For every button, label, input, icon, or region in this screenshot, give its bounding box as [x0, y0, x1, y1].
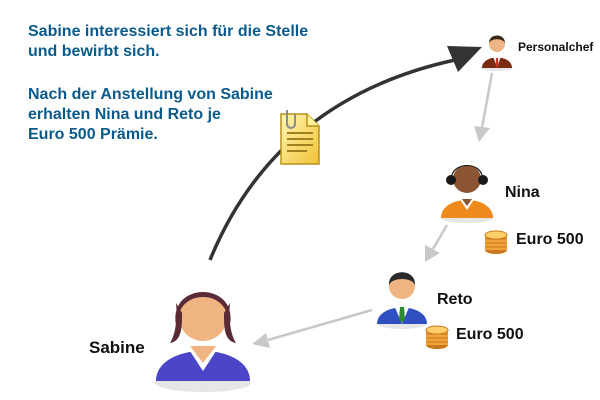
referral-arrowhead-reto-sabine [252, 333, 270, 348]
intro-text: Sabine interessiert sich für die Stelle … [28, 22, 308, 62]
document-icon [280, 110, 320, 165]
application-arrowhead [447, 46, 482, 72]
sabine-avatar [155, 292, 251, 392]
referral-arrowhead-nina-reto [425, 245, 440, 262]
intro-line: Sabine interessiert sich für die Stelle [28, 23, 309, 40]
coin-stack-icon [484, 230, 508, 254]
referral-arrowhead-chef-nina [474, 126, 490, 142]
nina-label: Nina [505, 184, 540, 201]
nina-avatar [441, 165, 493, 223]
reto-bonus-amount: Euro 500 [456, 326, 524, 343]
chef-avatar [481, 35, 513, 71]
referral-arrow-nina-reto [431, 224, 449, 250]
bonus-line: Euro 500 Prämie. [28, 126, 158, 143]
bonus-line: Nach der Anstellung von Sabine [28, 86, 273, 103]
reto-label: Reto [437, 291, 473, 308]
reto-avatar [377, 272, 427, 329]
bonus-text: Nach der Anstellung von Sabine erhalten … [28, 85, 273, 145]
intro-line: und bewirbt sich. [28, 43, 160, 60]
bonus-line: erhalten Nina und Reto je [28, 106, 221, 123]
referral-arrow-chef-nina [480, 72, 494, 129]
sabine-label: Sabine [89, 338, 145, 357]
chef-label: Personalchef [518, 40, 594, 54]
referral-arrow-reto-sabine [267, 308, 373, 342]
nina-bonus-amount: Euro 500 [516, 231, 584, 248]
coin-stack-icon [425, 325, 449, 349]
